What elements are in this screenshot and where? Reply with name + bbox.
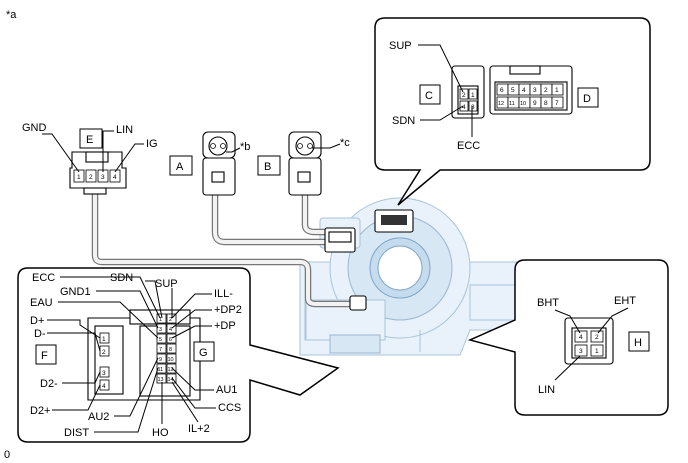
terminal-dp2: +DP2 [214,304,242,316]
terminal-eht: EHT [614,295,636,307]
d-pin-7: 7 [555,100,559,107]
spiral-side-connector [324,209,414,311]
f-pin-4: 4 [102,383,106,390]
c-pin-4: 4 [462,104,466,111]
g-pin-6: 6 [169,337,172,343]
connector-a: A *b [169,131,250,196]
h-pin-2: 2 [595,334,599,341]
e-pin-3: 3 [101,174,105,181]
callout-f-g: 1 2 3 4 1 3 5 7 9 11 13 2 4 6 8 10 12 14 [17,267,340,443]
terminal-ecc-c: ECC [457,140,480,152]
g-pin-9: 9 [159,357,162,363]
h-pin-1: 1 [595,348,599,355]
connector-c-label: C [425,90,433,102]
terminal-gnd1: GND1 [60,286,91,298]
d-pin-10: 10 [520,101,526,107]
connector-b-label: B [264,161,271,173]
terminal-sup-c: SUP [389,40,412,52]
connector-a-label: A [176,161,184,173]
terminal-bht: BHT [537,297,559,309]
terminal-ill-minus: ILL- [214,288,233,300]
f-pin-2: 2 [102,349,106,356]
connector-e-label: E [86,134,93,146]
figure-footer-mark: 0 [4,449,10,461]
d-pin-1: 1 [555,87,559,94]
terminal-lin-h: LIN [538,384,555,396]
terminal-d2-minus: D2- [40,378,58,390]
d-pin-2: 2 [544,87,548,94]
terminal-d-plus: D+ [30,315,44,327]
connector-b: B *c [257,131,350,196]
d-pin-8: 8 [544,100,548,107]
terminal-dist: DIST [64,427,89,439]
terminal-sdn: SDN [110,272,133,284]
terminal-ccs: CCS [218,402,241,414]
terminal-sup: SUP [155,278,178,290]
f-pin-3: 3 [102,370,106,377]
terminal-dp: +DP [214,320,236,332]
terminal-ig: IG [146,138,158,150]
terminal-sdn-c: SDN [392,115,415,127]
terminal-d-minus: D- [34,328,46,340]
terminal-d2-plus: D2+ [30,405,51,417]
g-pin-10: 10 [168,357,174,363]
d-pin-11: 11 [509,101,515,107]
g-pin-7: 7 [159,347,162,353]
d-pin-4: 4 [522,87,526,94]
terminal-gnd: GND [22,122,47,134]
connector-h-label: H [634,337,642,349]
d-pin-grid: 6 5 4 3 2 1 12 11 10 9 8 7 [496,83,564,109]
g-pin-3: 3 [159,327,162,333]
g-pin-5: 5 [159,337,162,343]
d-pin-12: 12 [498,101,504,107]
g-pin-14: 14 [168,377,174,383]
d-pin-5: 5 [511,87,515,94]
callout-c-d: C 2 1 4 3 SUP SDN ECC D [374,17,651,206]
terminal-ho: HO [152,427,169,439]
g-pin-4: 4 [169,327,172,333]
terminal-il-plus-2: IL+2 [188,423,210,435]
terminal-lin: LIN [116,124,133,136]
terminal-au1: AU1 [216,384,237,396]
connector-d-label: D [583,93,591,105]
g-pin-8: 8 [169,347,172,353]
e-pin-2: 2 [89,174,93,181]
callout-h: 4 2 3 1 H BHT EHT LIN [467,259,669,416]
d-pin-6: 6 [500,87,504,94]
g-pin-1: 1 [159,317,162,323]
g-pin-11: 11 [158,367,164,373]
connector-f-label: F [41,350,48,362]
c-pin-2: 2 [462,92,466,99]
terminal-eau: EAU [30,297,53,309]
h-pin-3: 3 [579,348,583,355]
wire-harnesses [91,184,364,308]
e-pin-1: 1 [77,174,81,181]
g-pin-13: 13 [158,377,164,383]
terminal-ecc: ECC [32,272,55,284]
e-pin-4: 4 [113,174,117,181]
note-c-label: *c [340,137,350,149]
c-pin-3: 3 [471,104,475,111]
c-pin-1: 1 [471,92,475,99]
d-pin-3: 3 [533,87,537,94]
g-pin-2: 2 [169,317,172,323]
connector-g-label: G [199,347,208,359]
h-pin-4: 4 [579,334,583,341]
note-b-label: *b [240,141,250,153]
g-pin-12: 12 [168,367,174,373]
connector-e: E 1 2 3 4 GND LIN IG [22,122,158,195]
g-pin-grid: 1 3 5 7 9 11 13 2 4 6 8 10 12 14 [156,313,177,384]
f-pin-1: 1 [102,336,106,343]
d-pin-9: 9 [533,100,537,107]
figure-corner-mark: *a [6,9,17,21]
terminal-au2: AU2 [88,411,109,423]
